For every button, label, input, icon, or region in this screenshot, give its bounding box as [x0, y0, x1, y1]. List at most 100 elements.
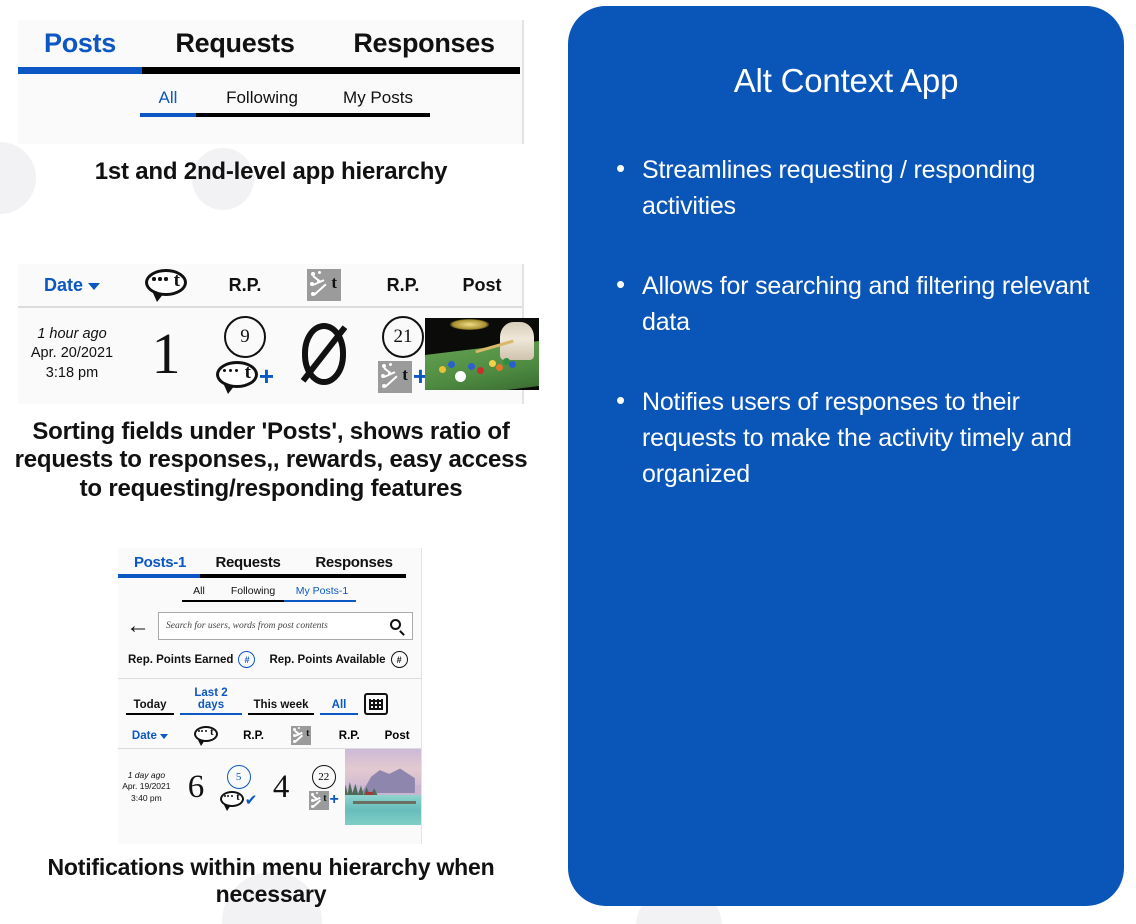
- filter-all-underline: [320, 713, 358, 715]
- cell-date-absolute: Apr. 20/2021: [30, 345, 114, 362]
- panel-bullet-list: Streamlines requesting / responding acti…: [602, 150, 1090, 492]
- filter-this-week[interactable]: This week: [248, 699, 314, 715]
- filter-all[interactable]: All: [320, 699, 358, 715]
- posts-table-header: Date t R.P.: [18, 264, 522, 308]
- mini-search-row: ← Search for users, words from post cont…: [118, 612, 421, 640]
- left-column: Posts Requests Responses All F: [0, 0, 540, 924]
- cell-requests-count: 1: [151, 321, 181, 386]
- mini-table-header: Date t R.P.: [118, 723, 421, 749]
- filter-last-2-days-label: Last 2 days: [194, 687, 228, 711]
- tab-responses-underline: [322, 67, 520, 74]
- mini-subtab-my-posts-underline: [284, 600, 356, 602]
- primary-tab-bar: Posts Requests Responses: [18, 20, 522, 74]
- mini-response-points-badge: 22: [311, 764, 336, 789]
- rep-points-earned-label: Rep. Points Earned: [128, 653, 234, 666]
- request-icon: t: [193, 726, 218, 746]
- mini-column-header-response-points[interactable]: R.P.: [338, 729, 360, 742]
- mini-tab-posts[interactable]: Posts-1: [118, 554, 200, 578]
- cell-responses-count: [284, 323, 364, 385]
- mini-cell-date: 1 day ago Apr. 19/2021 3:40 pm: [118, 770, 175, 804]
- mini-tab-responses[interactable]: Responses: [292, 554, 406, 578]
- mini-request-points-badge: 5: [226, 764, 251, 789]
- posts-table-mock: Date t R.P.: [18, 264, 539, 404]
- mini-column-header-requests[interactable]: t: [182, 726, 230, 746]
- caption-sorting-fields: Sorting fields under 'Posts', shows rati…: [14, 418, 528, 502]
- filter-all-label: All: [331, 699, 347, 711]
- tab-responses[interactable]: Responses: [322, 28, 520, 74]
- mini-subtab-my-posts[interactable]: My Posts-1: [284, 585, 356, 602]
- table-row[interactable]: 1 hour ago Apr. 20/2021 3:18 pm 1 9 t +: [18, 308, 539, 400]
- subtab-following[interactable]: Following: [196, 88, 320, 117]
- mini-column-header-date[interactable]: Date: [118, 730, 182, 742]
- filter-last-2-days[interactable]: Last 2 days: [180, 687, 242, 715]
- column-header-post[interactable]: Post: [462, 274, 502, 295]
- mini-request-status-control[interactable]: t ✔: [219, 790, 258, 811]
- alt-context-panel: Alt Context App Streamlines requesting /…: [568, 6, 1124, 906]
- filter-today[interactable]: Today: [126, 699, 174, 715]
- response-points-badge: 21: [382, 315, 424, 358]
- magnifier-icon[interactable]: [390, 618, 405, 636]
- subtab-my-posts-underline: [320, 113, 430, 117]
- mini-primary-tab-bar: Posts-1 Requests Responses: [118, 548, 421, 578]
- search-input[interactable]: Search for users, words from post conten…: [158, 612, 413, 640]
- chevron-down-icon: [159, 734, 168, 739]
- add-request-control[interactable]: t +: [215, 360, 275, 394]
- calendar-icon[interactable]: [364, 693, 388, 715]
- mini-cell-request-points: 5 t ✔: [217, 764, 260, 811]
- column-header-date-label: Date: [43, 274, 83, 295]
- response-icon: t: [307, 269, 341, 301]
- plus-icon: +: [329, 790, 339, 808]
- tab-requests[interactable]: Requests: [142, 28, 322, 74]
- mini-tab-requests[interactable]: Requests: [200, 554, 292, 578]
- request-icon: t: [219, 790, 244, 811]
- mini-table-row[interactable]: 1 day ago Apr. 19/2021 3:40 pm 6 5 t ✔: [118, 749, 421, 825]
- column-header-responses[interactable]: t: [284, 269, 364, 301]
- request-icon: t: [145, 269, 187, 302]
- check-badge-icon: ✔: [244, 791, 258, 809]
- column-header-date[interactable]: Date: [18, 275, 126, 296]
- filter-this-week-underline: [248, 713, 314, 715]
- cell-post-thumbnail[interactable]: [425, 318, 539, 390]
- mini-add-response-control[interactable]: t +: [308, 790, 339, 810]
- mini-tab-requests-label: Requests: [215, 554, 281, 571]
- add-response-control[interactable]: t +: [377, 360, 429, 393]
- tab-posts-label: Posts: [43, 28, 117, 58]
- mini-subtab-all[interactable]: All: [182, 585, 216, 602]
- column-header-request-points[interactable]: R.P.: [228, 274, 262, 295]
- plus-icon: +: [258, 361, 275, 392]
- plus-icon: +: [412, 361, 429, 392]
- mini-cell-requests-count: 6: [187, 768, 205, 805]
- tab-requests-label: Requests: [175, 28, 295, 58]
- response-icon: t: [377, 360, 412, 393]
- arrow-left-icon[interactable]: ←: [126, 612, 150, 639]
- panel-title: Alt Context App: [733, 62, 959, 99]
- mini-column-header-responses[interactable]: t: [277, 726, 325, 745]
- rep-points-available[interactable]: Rep. Points Available #: [269, 651, 408, 668]
- zero-glyph: [302, 323, 346, 385]
- tab-posts[interactable]: Posts: [18, 28, 142, 74]
- mini-cell-date-relative: 1 day ago: [127, 769, 166, 780]
- date-filter-row: Today Last 2 days This week All: [118, 678, 421, 715]
- mini-subtab-following[interactable]: Following: [216, 585, 284, 602]
- mini-column-header-post[interactable]: Post: [384, 729, 410, 742]
- secondary-tab-bar: All Following My Posts: [18, 88, 522, 117]
- rep-points-earned[interactable]: Rep. Points Earned #: [128, 651, 256, 668]
- search-input-placeholder: Search for users, words from post conten…: [166, 621, 328, 631]
- mini-subtab-all-label: All: [193, 585, 205, 597]
- response-icon: t: [308, 790, 329, 810]
- subtab-my-posts[interactable]: My Posts: [320, 88, 430, 117]
- mini-column-header-request-points[interactable]: R.P.: [243, 729, 264, 742]
- subtab-all-underline: [140, 113, 196, 117]
- subtab-all[interactable]: All: [140, 88, 196, 117]
- request-icon: t: [215, 360, 258, 394]
- notifications-app-mock: Posts-1 Requests Responses All: [118, 548, 422, 844]
- mini-cell-post-thumbnail[interactable]: [345, 749, 421, 825]
- rep-points-available-badge: #: [390, 651, 408, 668]
- column-header-requests[interactable]: t: [126, 269, 206, 302]
- filter-today-underline: [126, 713, 174, 715]
- mini-subtab-my-posts-label: My Posts-1: [295, 585, 349, 597]
- tab-requests-underline: [142, 67, 322, 74]
- filter-this-week-label: This week: [253, 699, 309, 711]
- column-header-response-points[interactable]: R.P.: [386, 274, 420, 295]
- reputation-points-row: Rep. Points Earned # Rep. Points Availab…: [118, 651, 421, 668]
